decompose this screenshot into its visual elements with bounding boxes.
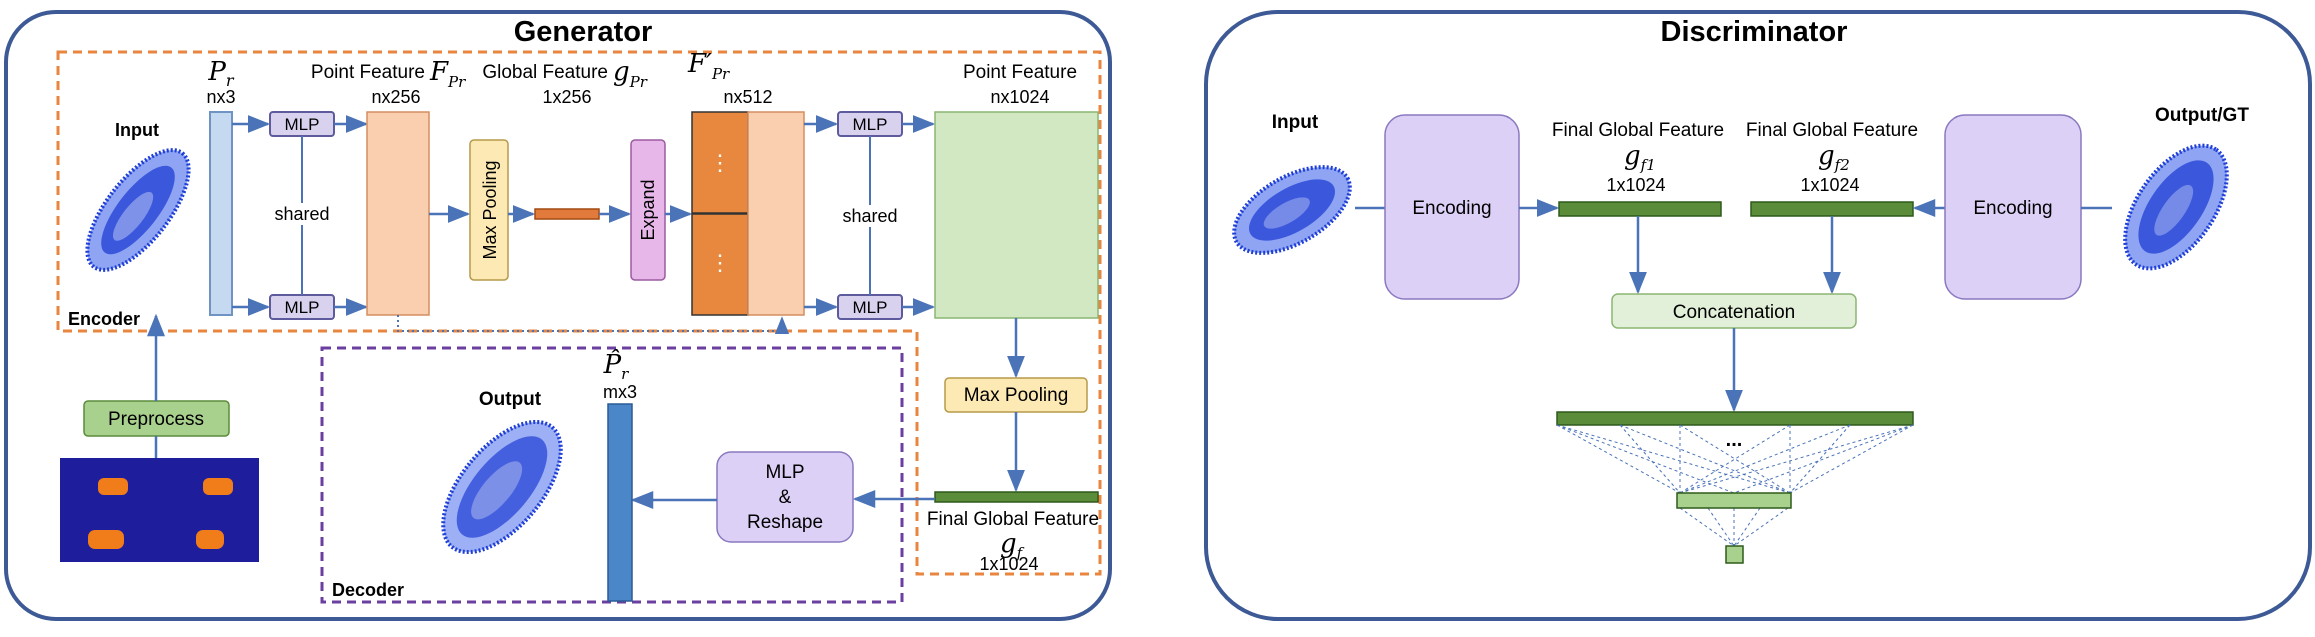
encoder-region [56, 50, 1102, 576]
final-global-feature-bar [934, 491, 1099, 503]
gf2-symbol: gf2 [1818, 141, 1850, 174]
shared-2-label: shared [842, 206, 897, 226]
fprime-symbol: F′Pr [687, 49, 730, 83]
encoding-left-label: Encoding [1412, 198, 1491, 219]
expand-label: Expand [638, 179, 658, 240]
concat-point-feature-block [747, 111, 805, 316]
fc-layer-2 [1676, 492, 1792, 509]
mlp-reshape-line3: Reshape [747, 512, 823, 533]
fprime-dims: nx512 [723, 87, 772, 107]
ellipsis-bottom: ⋮ [709, 250, 731, 275]
gen-input-point-cloud [85, 148, 191, 272]
gf1-bar [1558, 201, 1722, 217]
discriminator-panel: Discriminator Input Encoding Final Globa… [1204, 10, 2312, 621]
preprocess-image [60, 458, 259, 562]
fpr-symbol: FPr [429, 57, 466, 91]
fc-connections [1556, 424, 1914, 547]
fc-dots: ... [1726, 429, 1743, 451]
gf2-bar [1750, 201, 1914, 217]
output-phat-bar [607, 403, 633, 602]
pr-symbol: Pr [207, 57, 235, 90]
generator-frame [4, 10, 1112, 621]
decoder-label: Decoder [332, 580, 404, 600]
shared-1-label: shared [274, 204, 329, 224]
gpr-dims: 1x256 [542, 87, 591, 107]
gf-symbol: gf [1000, 529, 1025, 562]
fpr-dims: nx256 [371, 87, 420, 107]
max-pooling-1-label: Max Pooling [480, 160, 500, 259]
mlp-2-bottom-label: MLP [853, 298, 888, 317]
point-feature-title: Point Feature [311, 62, 425, 83]
gf-dims: 1x1024 [979, 554, 1038, 574]
phat-symbol: P̂r [603, 349, 630, 383]
gf2-title: Final Global Feature [1746, 120, 1918, 141]
expanded-global-top [691, 111, 749, 214]
skip-connection [397, 315, 790, 335]
concatenation-label: Concatenation [1673, 302, 1796, 323]
point-feature-1024-block [934, 111, 1099, 319]
disc-input-point-cloud [1232, 165, 1352, 255]
global-feature-title: Global Feature [482, 62, 608, 83]
point-feature-1024-title: Point Feature [963, 62, 1077, 83]
generator-panel: Generator Encoder Decoder Input Preproce… [4, 10, 1112, 621]
final-global-feature-label: Final Global Feature [927, 509, 1099, 530]
mlp-reshape-line2: & [779, 487, 792, 508]
mlp-reshape-line1: MLP [765, 462, 804, 483]
max-pooling-2-label: Max Pooling [964, 385, 1069, 406]
mlp-1-top-label: MLP [285, 115, 320, 134]
gen-output-point-cloud [441, 419, 563, 555]
point-feature-block [366, 111, 430, 316]
gf1-title: Final Global Feature [1552, 120, 1724, 141]
generator-title: Generator [514, 16, 653, 48]
encoder-label: Encoder [68, 309, 140, 329]
ellipsis-top: ⋮ [709, 150, 731, 175]
disc-output-gt-label: Output/GT [2155, 105, 2249, 126]
encoding-right-label: Encoding [1973, 198, 2052, 219]
global-feature-bar [534, 208, 600, 220]
mlp-1-bottom-label: MLP [285, 298, 320, 317]
fc-output-node [1725, 545, 1744, 564]
preprocess-label: Preprocess [108, 409, 204, 430]
gf2-dims: 1x1024 [1800, 175, 1859, 195]
gf1-dims: 1x1024 [1606, 175, 1665, 195]
phat-dims: mx3 [603, 382, 637, 402]
decoder-region [320, 346, 904, 604]
point-feature-1024-dims: nx1024 [990, 87, 1049, 107]
expanded-global-bottom [691, 213, 749, 316]
disc-output-point-cloud [2123, 143, 2229, 271]
discriminator-title: Discriminator [1661, 16, 1848, 48]
gf1-symbol: gf1 [1624, 141, 1656, 174]
gen-output-label: Output [479, 389, 542, 410]
discriminator-frame [1204, 10, 2312, 621]
input-pr-bar [209, 111, 233, 316]
max-pooling-1-box [469, 139, 509, 281]
gen-input-label: Input [115, 120, 159, 140]
pr-dims: nx3 [206, 87, 235, 107]
disc-input-label: Input [1272, 112, 1319, 133]
gpr-symbol: gPr [613, 57, 648, 91]
fc-layer-1 [1556, 411, 1914, 426]
mlp-reshape-box [716, 451, 854, 543]
expand-box [630, 139, 666, 281]
mlp-2-top-label: MLP [853, 115, 888, 134]
